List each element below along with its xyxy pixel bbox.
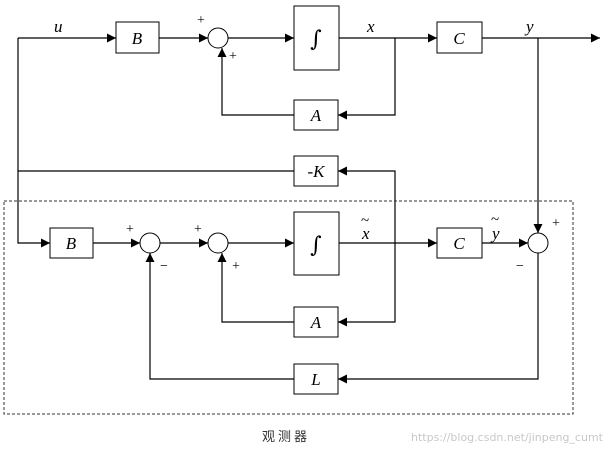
plant-sum-sign-top: + xyxy=(197,13,205,28)
wire-x-to-a xyxy=(338,38,396,120)
wire-xtilde-to-k xyxy=(338,166,396,243)
observer-c-label: C xyxy=(453,234,465,253)
feedback-k-label: -K xyxy=(308,162,327,181)
observer-sum2-sign-bottom: + xyxy=(232,259,240,274)
plant-sum-junction xyxy=(207,27,229,49)
observer-sum1-sign-top: + xyxy=(126,222,134,237)
observer-sum2-junction xyxy=(207,232,229,254)
watermark-text: https://blog.csdn.net/jinpeng_cumt xyxy=(411,431,604,444)
wire-k-to-u xyxy=(17,38,294,172)
observer-sum1-junction xyxy=(139,232,161,254)
observer-b-block xyxy=(49,227,94,259)
observer-b-label: B xyxy=(66,234,77,253)
error-sum-sign-top: + xyxy=(552,216,560,231)
observer-a-block xyxy=(293,306,339,338)
wire-l-to-sum1 xyxy=(145,253,294,380)
observer-integrator-symbol: ∫ xyxy=(310,233,322,258)
state-xtilde-tilde: ~ xyxy=(361,213,369,229)
output-ytilde-tilde: ~ xyxy=(491,212,499,228)
input-u-label: u xyxy=(54,17,63,36)
observer-sum1-sign-bottom: − xyxy=(160,259,168,274)
observer-l-label: L xyxy=(310,370,320,389)
plant-c-label: C xyxy=(453,29,465,48)
observer-c-block xyxy=(436,227,483,259)
observer-caption: 观测器 xyxy=(262,430,310,445)
wire-err-to-l xyxy=(338,253,539,384)
plant-a-label: A xyxy=(310,106,322,125)
observer-subsystem: B + − + + ∫ ~ x C ~ y + − A xyxy=(3,38,574,445)
feedback-k-block xyxy=(293,155,339,187)
state-x-label: x xyxy=(366,17,375,36)
observer-integrator-block xyxy=(293,211,340,276)
plant-c-block xyxy=(436,21,483,54)
plant-integrator-symbol: ∫ xyxy=(310,27,322,52)
error-sum-sign-bottom: − xyxy=(516,259,524,274)
wire-u-to-observer-b xyxy=(17,171,50,248)
wire-a-to-sum xyxy=(217,48,294,116)
observer-error-sum-junction xyxy=(527,232,549,254)
output-y-label: y xyxy=(524,17,534,36)
output-ytilde-label: y xyxy=(490,224,500,243)
state-feedback-subsystem: -K xyxy=(17,38,396,243)
state-xtilde-label: x xyxy=(361,224,370,243)
plant-b-label: B xyxy=(132,29,143,48)
wire-xtilde-to-observer-a xyxy=(338,243,396,327)
plant-sum-sign-bottom: + xyxy=(229,49,237,64)
plant-integrator-block xyxy=(293,5,340,71)
observer-frame xyxy=(3,200,574,415)
plant-subsystem: u B + + ∫ x C y A xyxy=(18,5,600,131)
plant-a-block xyxy=(293,99,339,131)
wire-observer-a-to-sum2 xyxy=(217,253,294,323)
observer-a-label: A xyxy=(310,313,322,332)
observer-sum2-sign-top: + xyxy=(194,222,202,237)
observer-l-block xyxy=(293,363,339,395)
